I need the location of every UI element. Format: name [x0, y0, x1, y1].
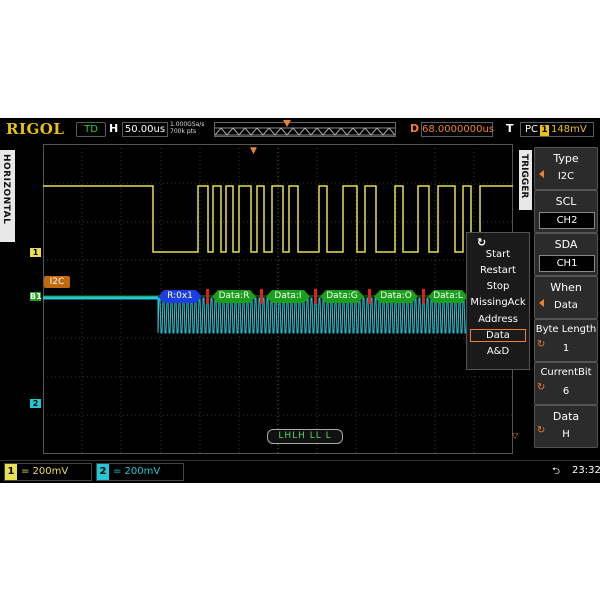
decode-packet: Data:L [428, 290, 468, 303]
menu-byte-length-title: Byte Length [535, 324, 597, 335]
popup-item-stop[interactable]: Stop [486, 281, 510, 292]
decode-packet: Data:R [212, 290, 256, 303]
menu-when[interactable]: When Data [534, 276, 598, 319]
system-clock: 23:32 [572, 465, 600, 476]
ch2-scale: = 200mV [113, 466, 161, 477]
popup-item-restart[interactable]: Restart [480, 265, 516, 276]
ch1-number: 1 [5, 464, 17, 480]
brand-logo: RIGOL [6, 120, 65, 138]
ch1-waveform [43, 185, 513, 253]
menu-current-bit-value: 6 [562, 386, 570, 397]
menu-sda-title: SDA [554, 238, 578, 251]
decode-packet: Data:I [266, 290, 310, 303]
horizontal-label: H [109, 122, 119, 135]
decode-ack-marker [368, 289, 371, 304]
popup-item-ad[interactable]: A&D [486, 346, 510, 357]
sample-rate-info: 1.000GSa/s 700k pts [170, 121, 204, 135]
ch1-marker[interactable]: 1 [30, 248, 41, 257]
submenu-arrow-icon [539, 170, 544, 178]
bottom-status-bar: 1 = 200mV 2 = 200mV ⮌ 23:32 [0, 460, 600, 483]
sample-rate: 1.000GSa/s [170, 121, 205, 128]
menu-type[interactable]: Type I2C [534, 147, 598, 190]
bus-protocol-label: I2C [44, 276, 70, 288]
memory-overview-bar [214, 122, 396, 137]
menu-scl-value: CH2 [539, 212, 595, 229]
popup-item-data[interactable]: Data [470, 329, 526, 342]
menu-current-bit[interactable]: CurrentBit ↻ 6 [534, 362, 598, 405]
menu-type-title: Type [553, 152, 579, 165]
trigger-label: T [506, 122, 514, 135]
menu-type-value: I2C [557, 171, 575, 182]
ch2-marker[interactable]: 2 [30, 399, 41, 408]
decode-ack-marker [314, 289, 317, 304]
bus-marker[interactable]: B1 [30, 292, 42, 301]
menu-data[interactable]: Data ↻ H [534, 405, 598, 448]
popup-item-address[interactable]: Address [478, 314, 518, 325]
delay-value[interactable]: 68.0000000us [421, 122, 494, 137]
decode-packet: Data:O [374, 290, 418, 303]
submenu-arrow-icon [539, 299, 544, 307]
when-popup-menu[interactable]: ↻ Start Restart Stop MissingAck Address … [466, 232, 530, 370]
menu-byte-length-value: 1 [562, 343, 570, 354]
ch2-number: 2 [97, 464, 109, 480]
popup-item-missingack[interactable]: MissingAck [470, 297, 526, 308]
oscilloscope-screen: RIGOL TD H 50.00us 1.000GSa/s 700k pts D… [0, 118, 600, 483]
timebase-value[interactable]: 50.00us [122, 122, 168, 137]
ch2-trigger-level-icon: ▽ [512, 431, 519, 440]
horizontal-tab-label: HORIZONTAL [1, 154, 11, 225]
delay-label: D [410, 122, 420, 135]
menu-sda-value: CH1 [539, 255, 595, 272]
top-status-bar: RIGOL TD H 50.00us 1.000GSa/s 700k pts D… [0, 118, 600, 140]
menu-sda[interactable]: SDA CH1 [534, 233, 598, 276]
run-status-badge: TD [76, 122, 106, 137]
horizontal-side-tab[interactable]: HORIZONTAL [0, 150, 15, 242]
trigger-time-marker: ▼ [250, 146, 257, 156]
knob-rotate-icon: ↻ [537, 382, 546, 393]
menu-scl[interactable]: SCL CH2 [534, 190, 598, 233]
usb-icon: ⮌ [552, 466, 561, 477]
trigger-level: 148mV [551, 124, 587, 135]
popup-item-start[interactable]: Start [485, 249, 511, 260]
ch2-scale-tag[interactable]: 2 = 200mV [96, 463, 184, 481]
menu-data-value: H [562, 429, 570, 440]
menu-when-value: Data [554, 300, 578, 311]
decode-ack-marker [206, 289, 209, 304]
decode-packet: R:0x1 [158, 290, 202, 303]
trigger-side-tab[interactable]: TRIGGER [519, 150, 532, 210]
menu-current-bit-title: CurrentBit [540, 367, 592, 378]
knob-rotate-icon: ↻ [537, 425, 546, 436]
menu-scl-title: SCL [555, 195, 577, 208]
ch2-waveform [157, 297, 513, 334]
memory-depth: 700k pts [170, 128, 197, 135]
memory-overview-waveform [214, 127, 396, 136]
bit-pattern-display: LHLH LL L [267, 429, 343, 444]
decode-ack-marker [422, 289, 425, 304]
decode-packet: Data:G [320, 290, 364, 303]
menu-when-title: When [550, 281, 582, 294]
ch1-scale: = 200mV [21, 466, 69, 477]
trigger-position-marker [283, 120, 291, 127]
decode-ack-marker [260, 289, 263, 304]
multifunction-knob-icon: ↻ [477, 236, 487, 249]
menu-data-title: Data [552, 410, 580, 423]
trigger-tab-label: TRIGGER [519, 154, 529, 199]
trigger-source: PC [525, 124, 539, 135]
ch1-scale-tag[interactable]: 1 = 200mV [4, 463, 92, 481]
knob-rotate-icon: ↻ [537, 339, 546, 350]
ch2-clock-path [157, 297, 513, 334]
menu-byte-length[interactable]: Byte Length ↻ 1 [534, 319, 598, 362]
trigger-channel-badge: 1 [540, 125, 550, 136]
